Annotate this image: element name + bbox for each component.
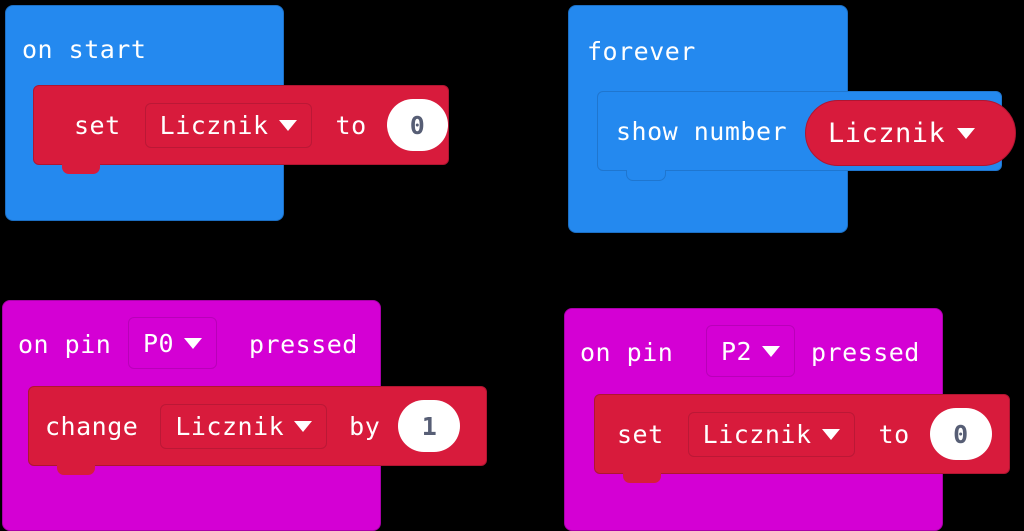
pin-dropdown-label: P0	[143, 328, 175, 358]
statement-notch	[62, 164, 100, 174]
variable-reporter-licznik[interactable]: Licznik	[805, 100, 1016, 166]
value-input-p0[interactable]: 1	[398, 400, 461, 452]
set-keyword-label: set	[74, 110, 121, 140]
show-number-label: show number	[616, 116, 788, 146]
to-keyword-label: to	[335, 110, 367, 140]
chevron-down-icon	[294, 420, 313, 432]
variable-dropdown-p2[interactable]: Licznik	[687, 411, 855, 457]
set-keyword-label: set	[617, 419, 664, 449]
statement-notch	[57, 465, 95, 475]
variable-dropdown-label: Licznik	[702, 419, 812, 449]
chevron-down-icon	[957, 127, 976, 139]
pin-dropdown-label: P2	[721, 336, 753, 366]
value-input-text: 0	[953, 419, 969, 449]
on-pin-suffix-label: pressed	[811, 338, 920, 367]
on-pin-prefix-label: on pin	[18, 330, 112, 359]
chevron-down-icon	[821, 428, 840, 440]
by-keyword-label: by	[349, 411, 381, 441]
chevron-down-icon	[762, 345, 781, 357]
block-set-variable-onstart[interactable]: set Licznik to 0	[33, 85, 449, 165]
variable-reporter-label: Licznik	[828, 117, 946, 149]
variable-dropdown-p0[interactable]: Licznik	[160, 403, 328, 449]
value-input-p2[interactable]: 0	[929, 408, 992, 460]
statement-notch	[626, 170, 666, 181]
block-set-variable-p2[interactable]: set Licznik to 0	[594, 394, 1010, 474]
value-input-text: 1	[421, 411, 437, 441]
block-change-variable-p0[interactable]: change Licznik by 1	[28, 386, 487, 466]
to-keyword-label: to	[878, 419, 910, 449]
pin-dropdown-p2[interactable]: P2	[706, 325, 796, 377]
forever-label: forever	[587, 37, 696, 66]
value-input-onstart[interactable]: 0	[386, 99, 448, 151]
variable-dropdown-onstart[interactable]: Licznik	[144, 102, 312, 148]
variable-dropdown-label: Licznik	[175, 411, 285, 441]
variable-dropdown-label: Licznik	[159, 110, 269, 140]
value-input-text: 0	[409, 110, 425, 140]
pin-dropdown-p0[interactable]: P0	[128, 317, 218, 369]
chevron-down-icon	[278, 119, 297, 131]
statement-notch	[623, 473, 661, 483]
on-pin-suffix-label: pressed	[249, 330, 358, 359]
change-keyword-label: change	[45, 411, 139, 441]
on-start-label: on start	[22, 35, 147, 64]
on-pin-prefix-label: on pin	[580, 338, 674, 367]
chevron-down-icon	[184, 337, 203, 349]
